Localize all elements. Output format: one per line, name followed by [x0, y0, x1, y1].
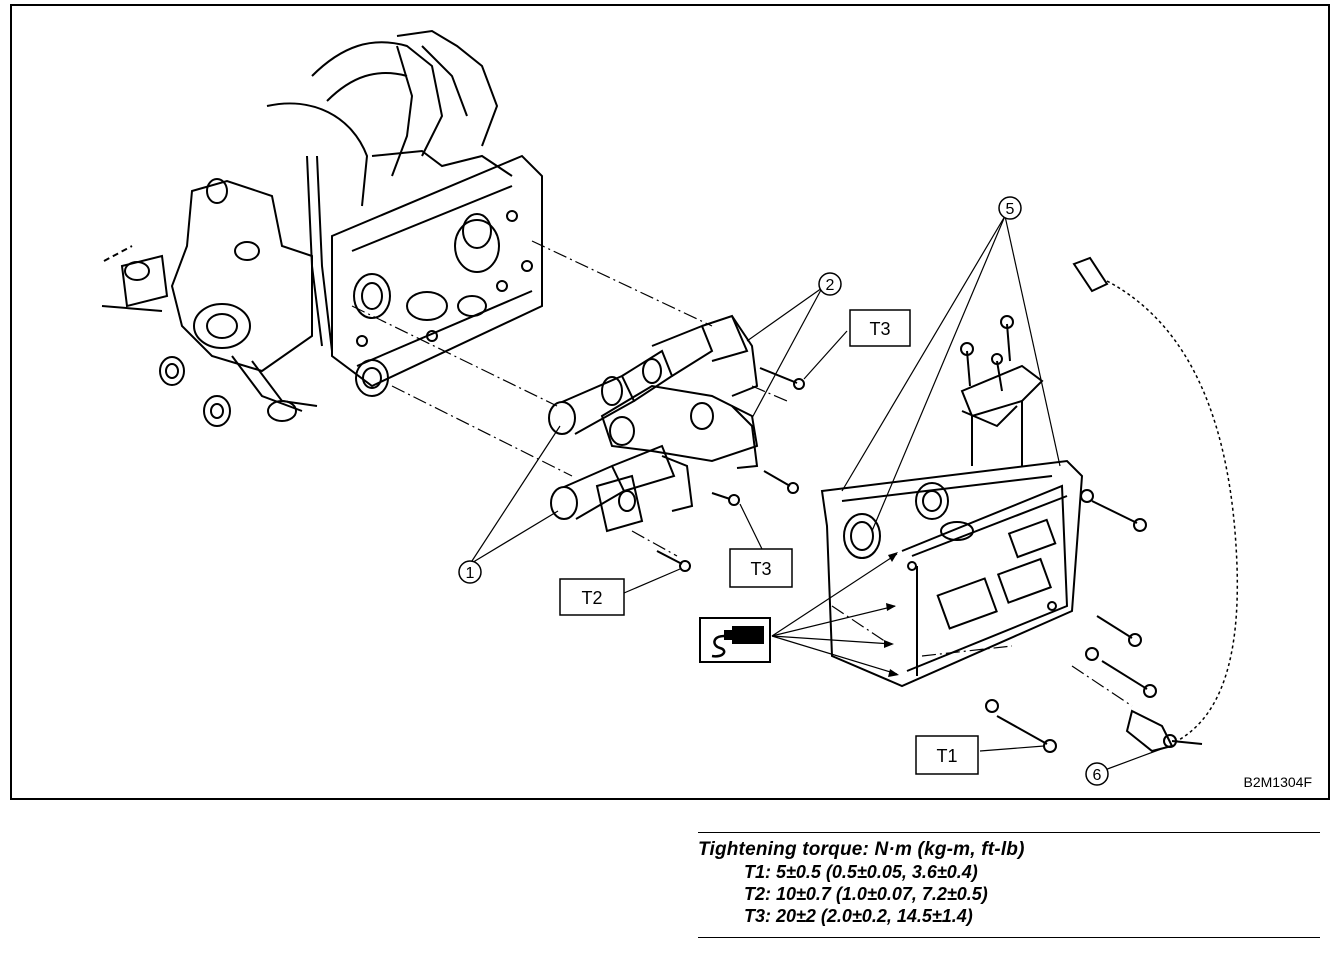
- torque-box-t3-lower-label: T3: [750, 559, 771, 579]
- callout-2-label: 2: [826, 277, 835, 294]
- callout-6: 6: [1085, 762, 1109, 786]
- arrow-heads: [884, 552, 899, 677]
- callout-leaders: [469, 215, 1165, 772]
- oil-switching-solenoid-assembly: [548, 314, 805, 572]
- diagram-frame: 1 2 5 6 T3 T3 T2 T1: [10, 4, 1330, 800]
- figure-code: B2M1304F: [1243, 774, 1312, 790]
- rocker-cover: [820, 315, 1157, 753]
- torque-title: Tightening torque: N·m (kg-m, ft-lb): [698, 839, 1025, 860]
- callout-5: 5: [998, 196, 1022, 220]
- engine-block: [101, 29, 543, 427]
- callout-1-label: 1: [466, 565, 475, 582]
- callout-5-label: 5: [1006, 201, 1015, 218]
- torque-box-t3-upper-label: T3: [869, 319, 890, 339]
- torque-box-t1: T1: [915, 735, 979, 775]
- torque-box-t3-upper: T3: [849, 309, 911, 347]
- torque-box-t2: T2: [559, 578, 625, 616]
- top-rule: [698, 832, 1320, 833]
- torque-box-t3-lower: T3: [729, 548, 793, 588]
- torque-rows: T1: 5±0.5 (0.5±0.05, 3.6±0.4) T2: 10±0.7…: [698, 861, 1320, 927]
- callout-6-label: 6: [1093, 767, 1102, 784]
- callout-2: 2: [818, 272, 842, 296]
- sealant-tube-icon: [699, 617, 771, 663]
- callout-1: 1: [458, 560, 482, 584]
- torque-row-t2: T2: 10±0.7 (1.0±0.07, 7.2±0.5): [744, 884, 988, 904]
- torque-row-t1: T1: 5±0.5 (0.5±0.05, 3.6±0.4): [744, 862, 978, 882]
- torque-box-t2-label: T2: [581, 588, 602, 608]
- torque-row-t3: T3: 20±2 (2.0±0.2, 14.5±1.4): [744, 906, 973, 926]
- torque-box-t1-label: T1: [936, 746, 957, 766]
- exploded-view-drawing: 1 2 5 6 T3 T3 T2 T1: [101, 29, 1239, 786]
- torque-table: Tightening torque: N·m (kg-m, ft-lb) T1:…: [698, 832, 1320, 938]
- alignment-lines: [351, 240, 1133, 707]
- bottom-rule: [698, 937, 1320, 938]
